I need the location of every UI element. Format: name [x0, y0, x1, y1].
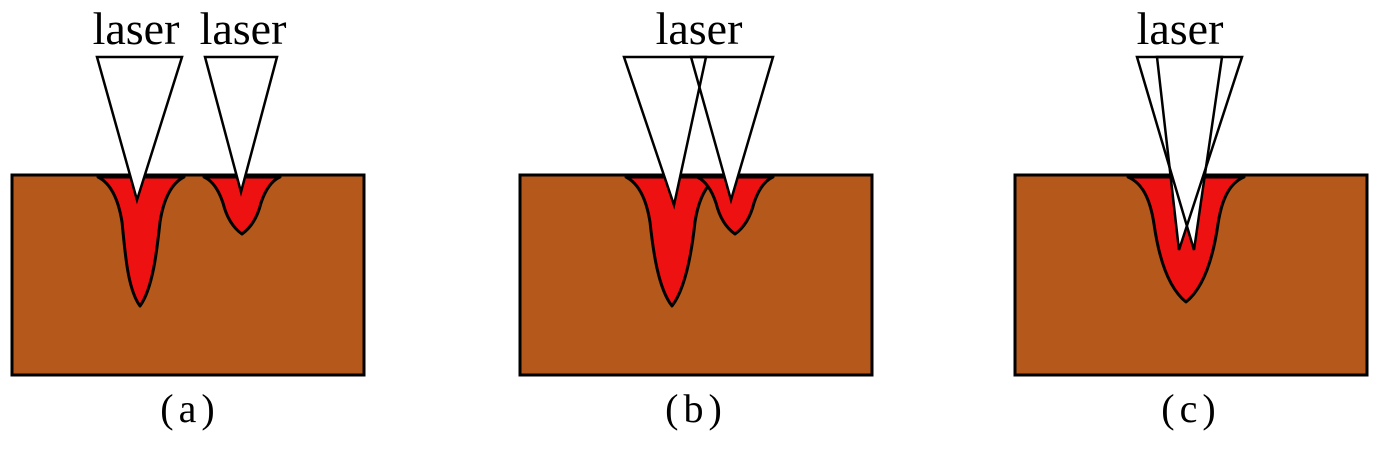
laser-beam-right	[205, 57, 277, 192]
laser-beam-right-outline	[203, 55, 279, 197]
panel-a: laser laser (a)	[10, 3, 366, 431]
caption-c: (c)	[1161, 386, 1220, 431]
laser-beam-right	[691, 57, 773, 200]
panel-c: laser (c)	[1013, 3, 1369, 431]
laser-beam-right-outline	[689, 55, 775, 205]
substrate-rect	[10, 173, 366, 377]
laser-beam-right-outline	[1155, 55, 1244, 251]
melt-pool-shallow	[202, 175, 282, 236]
caption-b: (b)	[665, 386, 727, 431]
laser-beam-left	[97, 57, 182, 200]
laser-label: laser	[656, 3, 743, 54]
laser-beam-right	[1157, 57, 1242, 250]
melt-pool-merged	[1126, 175, 1246, 304]
laser-beam-left	[624, 57, 706, 205]
laser-beam-left-outline	[95, 55, 184, 205]
melt-pool-deep	[96, 175, 186, 308]
laser-beam-left-outline	[622, 55, 708, 210]
melt-pool-deep	[624, 175, 721, 308]
melt-pool-shallow	[695, 175, 775, 236]
laser-label-left: laser	[93, 3, 180, 54]
laser-label-right: laser	[200, 3, 287, 54]
caption-a: (a)	[160, 386, 219, 431]
laser-label: laser	[1137, 3, 1224, 54]
panel-b: laser (b)	[518, 3, 874, 431]
